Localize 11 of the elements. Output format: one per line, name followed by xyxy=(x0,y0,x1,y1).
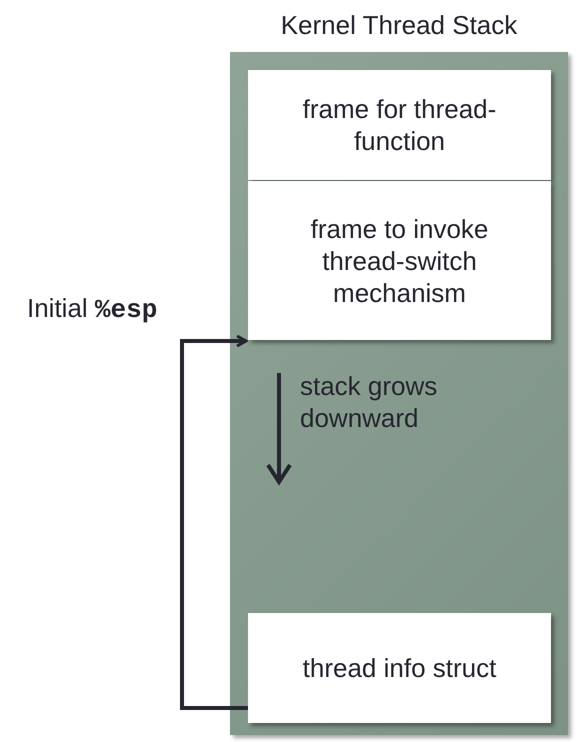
frame-label: frame to invoke thread-switch mechanism xyxy=(310,212,490,308)
frame-label: thread info struct xyxy=(302,652,498,684)
arrow xyxy=(180,334,248,710)
stack-panel xyxy=(230,52,568,735)
note-text: stack grows downward xyxy=(300,370,438,434)
pointer-label: Initial %esp xyxy=(27,292,158,326)
stack-frame xyxy=(248,70,551,180)
stack-title: Kernel Thread Stack xyxy=(280,10,518,41)
stack-frame xyxy=(248,181,551,340)
frame-label: frame for thread-function xyxy=(302,93,498,157)
stack-frame xyxy=(248,613,551,723)
